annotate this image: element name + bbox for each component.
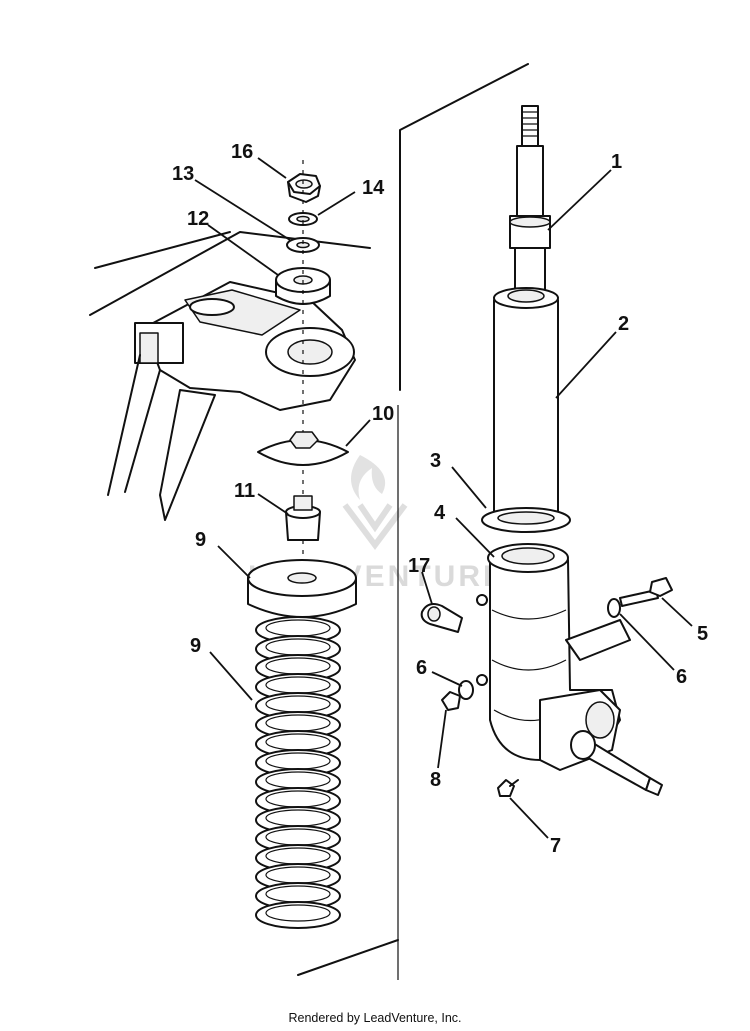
leader-4	[455, 517, 495, 558]
watermark-flame-icon	[351, 455, 386, 500]
leader-2	[555, 331, 617, 399]
leader-14	[194, 179, 291, 241]
leader-6-right	[619, 613, 675, 671]
callout-11: 10	[372, 403, 394, 425]
leader-lines	[194, 157, 693, 839]
callout-10: 9	[195, 529, 206, 551]
part-6-washer-left	[458, 680, 474, 700]
part-4-spindle-housing	[476, 543, 663, 796]
leader-10	[217, 545, 251, 579]
spring-coil	[255, 901, 341, 929]
callout-12: 11	[234, 480, 255, 502]
callout-4: 4	[434, 502, 446, 524]
callout-7: 7	[550, 835, 561, 857]
leader-15	[317, 191, 356, 216]
callout-13: 12	[187, 208, 209, 230]
part-12-nut	[285, 495, 321, 541]
callout-17: 17	[408, 555, 430, 577]
part-5-bolt	[619, 577, 673, 607]
leader-12	[257, 493, 289, 515]
leader-16	[257, 157, 287, 179]
part-6-washer-right	[607, 598, 621, 618]
leader-3	[451, 466, 487, 509]
leader-11	[345, 419, 371, 447]
frame-arm	[89, 231, 371, 521]
callout-9: 9	[190, 635, 201, 657]
leader-17	[421, 571, 433, 605]
callout-14: 13	[172, 163, 194, 185]
callout-15: 14	[362, 177, 385, 199]
callout-8: 8	[430, 769, 441, 791]
callout-6-left: 6	[416, 657, 427, 679]
watermark-v-icon	[342, 503, 408, 550]
leader-8	[437, 709, 447, 769]
callout-3: 3	[430, 450, 441, 472]
callout-1: 1	[611, 151, 622, 173]
part-9-coil-spring	[255, 616, 341, 929]
part-10-spring-pad	[247, 559, 357, 618]
leader-5	[661, 597, 693, 627]
leader-6-left	[431, 671, 463, 687]
leader-13	[207, 224, 279, 276]
callout-5: 5	[697, 623, 708, 645]
leader-9	[209, 651, 253, 701]
spring-coil-inner	[265, 904, 331, 922]
part-17-clip	[420, 603, 463, 633]
callout-labels: 16 13 14 12 10 11 9 9 1 2 3 4 5 6 6 8 7 …	[172, 141, 708, 857]
part-2-shock-body	[493, 287, 559, 519]
part-7-grease-fitting	[497, 779, 519, 797]
part-1-shock-rod	[509, 105, 551, 294]
part-8-nut	[441, 691, 461, 711]
callout-16: 16	[231, 141, 253, 163]
footer-credit: Rendered by LeadVenture, Inc.	[288, 1011, 462, 1025]
part-11-spring-cup	[257, 431, 349, 466]
leader-7	[509, 797, 549, 839]
callout-2: 2	[618, 313, 629, 335]
leader-1	[547, 169, 612, 231]
part-3-washer	[481, 507, 571, 533]
callout-6-right: 6	[676, 666, 687, 688]
frame-lines	[297, 63, 529, 980]
part-16-nut	[287, 173, 321, 203]
